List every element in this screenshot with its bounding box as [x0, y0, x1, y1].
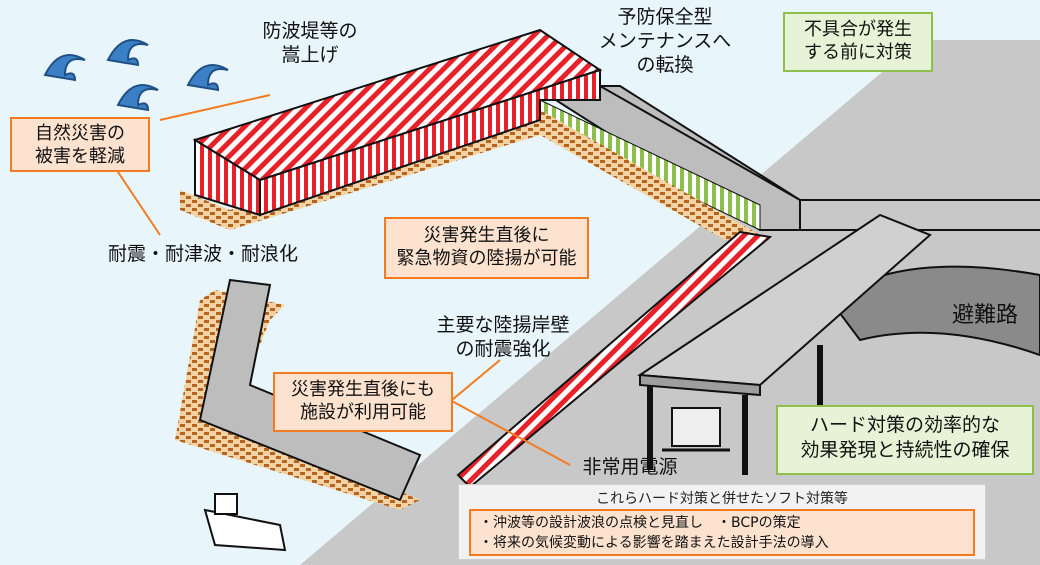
- label-main-quay: 主要な陸揚岸壁 の耐震強化: [436, 314, 570, 360]
- upper-road-line: [599, 85, 1040, 201]
- label-seismic: 耐震・耐津波・耐浪化: [107, 243, 298, 265]
- pointer-lines: [109, 94, 271, 236]
- callout-facility: 災害発生直後にも 施設が利用可能: [273, 372, 453, 432]
- wave-icon: [106, 39, 149, 67]
- soft-measures-list: ・沖波等の設計波浪の点検と見直し ・BCPの策定 ・将来の気候変動による影響を踏…: [469, 509, 975, 556]
- callout-hard-measures: ハード対策の効率的な 効果発現と持続性の確保: [776, 405, 1034, 475]
- callout-unloading: 災害発生直後に 緊急物資の陸揚が可能: [384, 217, 589, 279]
- soft-measures-item: ・将来の気候変動による影響を踏まえた設計手法の導入: [479, 535, 829, 551]
- callout-prevent-before: 不具合が発生 する前に対策: [783, 12, 933, 72]
- wave-icon: [186, 64, 229, 92]
- wave-icons: [43, 39, 229, 112]
- wave-icon: [116, 84, 159, 112]
- soft-measures-item: ・沖波等の設計波浪の点検と見直し ・BCPの策定: [479, 515, 801, 531]
- generator-box: [671, 407, 721, 447]
- label-seawall-raise: 防波堤等の 嵩上げ: [262, 20, 358, 66]
- l-breakwater: [198, 278, 422, 502]
- wave-icon: [43, 54, 86, 82]
- label-power: 非常用電源: [582, 456, 678, 478]
- power-pointer: [449, 399, 571, 466]
- main-quay-wall: [456, 230, 773, 489]
- bridge-front: [639, 373, 761, 397]
- label-evac: 避難路: [951, 303, 1018, 328]
- callout-disaster-reduce: 自然災害の 被害を軽減: [10, 117, 150, 172]
- soft-measures-title: これらハード対策と併せたソフト対策等: [596, 491, 848, 507]
- boat-icon: [203, 493, 287, 552]
- breakwater-side: [259, 68, 601, 217]
- label-preventive: 予防保全型 メンテナンスへ の転換: [598, 6, 732, 76]
- soft-measures-panel: これらハード対策と併せたソフト対策等 ・沖波等の設計波浪の点検と見直し ・BCP…: [458, 484, 986, 560]
